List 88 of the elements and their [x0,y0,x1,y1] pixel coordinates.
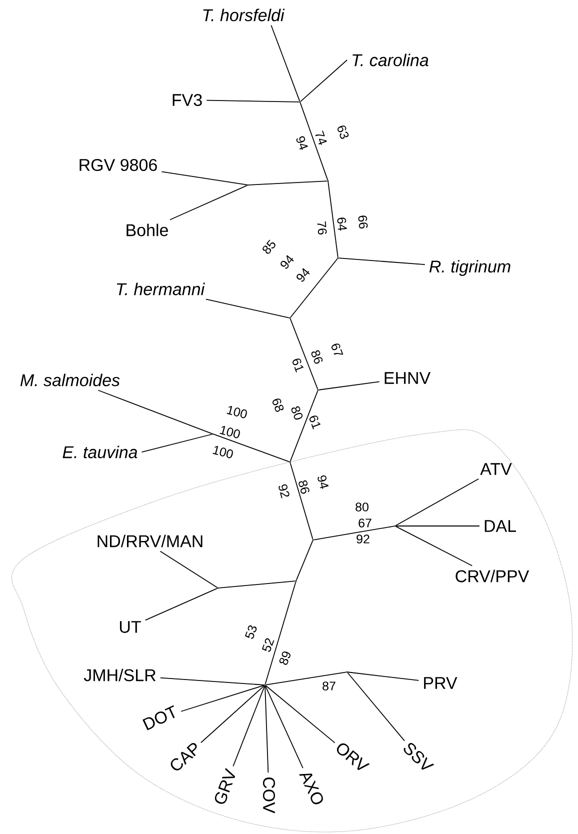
branch-line [270,24,300,102]
bootstrap-value: 61 [310,416,320,430]
taxon-label: E. tauvina [62,446,138,458]
branch-line [266,672,346,686]
taxon-label: DOT [142,705,175,730]
bootstrap-value: 89 [279,651,290,665]
branch-line [214,434,290,462]
bootstrap-value: 67 [358,518,372,528]
branch-line [98,390,213,434]
taxon-label: COV [262,777,276,814]
branch-line [160,550,218,588]
bootstrap-value: 92 [278,484,290,498]
branch-line [264,686,269,774]
taxon-label: AXO [299,774,323,804]
taxon-label: JMH/SLR [84,668,156,682]
bootstrap-value: 61 [292,358,304,372]
bootstrap-value: 80 [291,406,303,420]
branch-line [328,182,338,258]
taxon-label: SSV [404,743,434,770]
taxon-label: EHNV [384,372,431,384]
taxon-label: T. horsfeldi [203,8,285,22]
branch-line [206,100,300,102]
branch-line [395,526,473,566]
bootstrap-value: 100 [220,426,240,438]
bootstrap-value: 86 [311,350,323,364]
taxon-label: ORV [336,743,370,770]
taxon-label: DAL [484,520,516,532]
bootstrap-value: 94 [280,255,294,269]
branch-line [232,686,266,767]
taxon-label: FV3 [172,94,202,106]
bootstrap-value: 86 [298,480,310,494]
branch-line [218,580,296,588]
bootstrap-value: 53 [244,625,257,639]
taxon-label: UT [120,621,141,633]
branch-line [160,677,264,686]
branch-line [290,318,318,390]
bootstrap-value: 100 [212,446,233,458]
taxon-label: ATV [480,463,512,475]
bootstrap-value: 94 [296,136,308,150]
branch-line [338,258,426,266]
taxon-label: GRV [214,768,236,804]
branch-line [180,684,264,712]
taxon-label: M. salmoides [20,374,120,386]
branch-line [300,102,328,180]
bootstrap-value: 85 [262,240,276,254]
bootstrap-value: 64 [337,218,347,231]
taxon-label: ND/RRV/MAN [98,534,202,548]
branch-line [290,390,318,462]
bootstrap-value: 80 [356,502,368,512]
branch-line [395,478,480,526]
branch-line [141,434,212,452]
taxon-label: CRV/PPV [456,570,530,582]
bootstrap-value: 100 [226,406,247,418]
branch-line [290,462,314,540]
bootstrap-value: 92 [356,534,370,544]
taxon-label: T. hermanni [116,282,205,296]
bootstrap-value: 68 [272,398,284,412]
branch-line [314,526,394,540]
branch-line [200,685,265,744]
branch-line [144,588,218,621]
branch-line [161,171,248,186]
branch-line [347,672,405,742]
branch-line [300,60,348,102]
bootstrap-value: 52 [262,638,274,652]
taxon-label: CAP [170,742,197,770]
bootstrap-value: 94 [296,268,310,282]
bootstrap-value: 74 [315,130,327,145]
bootstrap-value: 87 [322,682,336,690]
branch-line [290,258,338,318]
taxon-label: PRV [424,677,458,689]
bootstrap-value: 63 [338,126,349,139]
branch-line [170,184,248,220]
branch-line [265,685,336,744]
branch-line [318,381,380,390]
taxon-label: Bohle [126,224,168,236]
branch-line [348,672,420,681]
taxon-label: T. carolina [352,54,428,66]
branch-line [296,540,314,581]
branch-line [205,298,290,318]
taxon-label: R. tigrinum [429,260,510,276]
bootstrap-value: 94 [318,475,329,489]
branch-line [248,180,328,186]
taxon-label: RGV 9806 [80,158,157,172]
bootstrap-value: 76 [317,221,327,234]
bootstrap-value: 66 [358,216,368,228]
bootstrap-value: 67 [332,344,344,355]
branch-line [264,685,304,768]
branch-line [264,582,296,684]
